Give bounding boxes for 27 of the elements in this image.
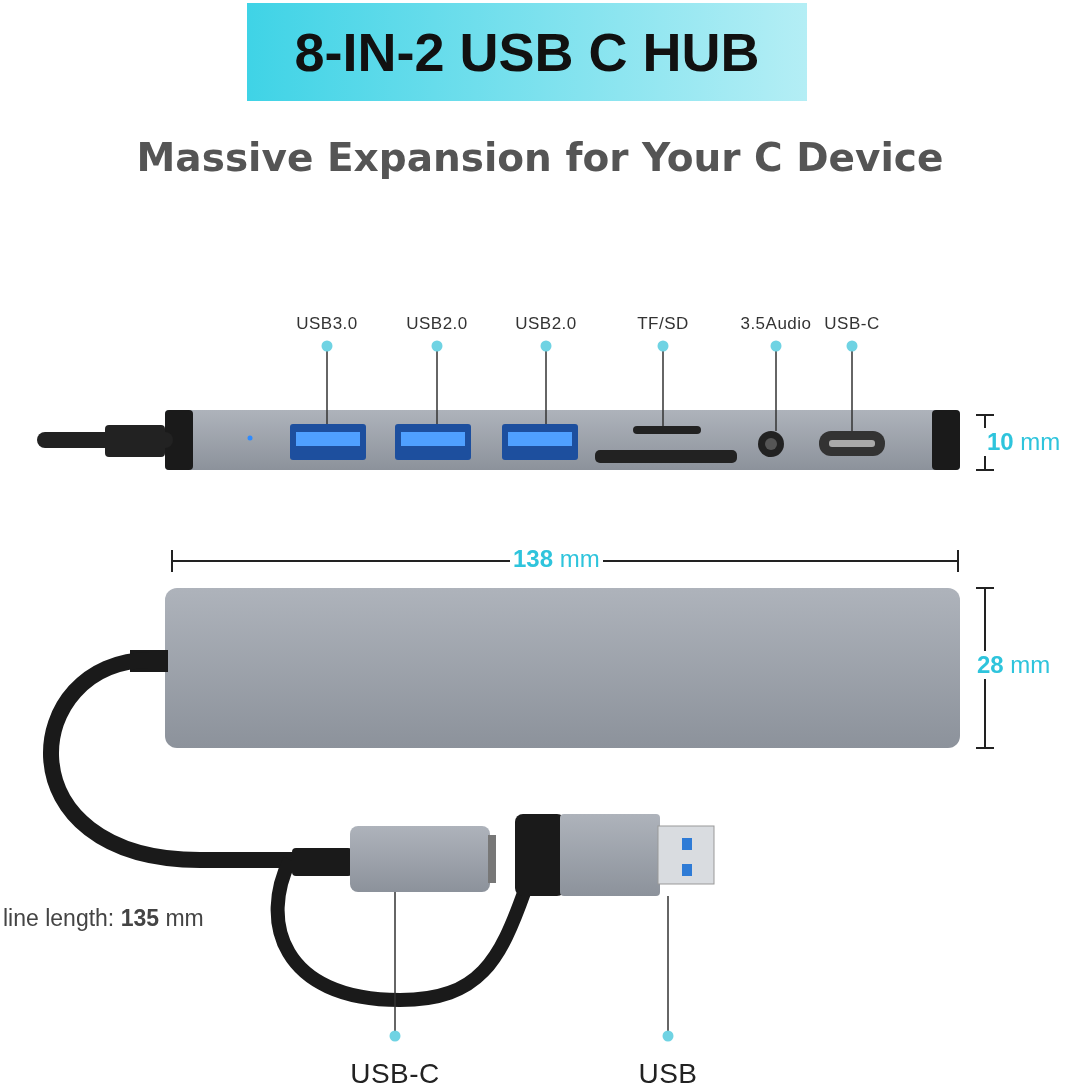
leader-line — [540, 340, 552, 425]
leader-line — [657, 340, 669, 427]
leader-line — [431, 340, 443, 425]
port-label: USB3.0 — [296, 314, 358, 334]
leader-line — [321, 340, 333, 425]
title-banner: 8-IN-2 USB C HUB — [247, 3, 807, 101]
port-label: TF/SD — [637, 314, 689, 334]
port-label: USB-C — [824, 314, 880, 334]
usb-c-port-drawing — [819, 431, 885, 456]
port-label: USB2.0 — [515, 314, 577, 334]
port-label: USB — [638, 1058, 698, 1089]
cable-length-label: line length: 135 mm — [2, 905, 205, 932]
port-label: USB2.0 — [406, 314, 468, 334]
leader-line — [846, 340, 858, 432]
leader-line — [389, 891, 401, 1042]
card-slot-drawing — [595, 426, 737, 463]
usb-port-drawing — [395, 424, 471, 460]
usb-port-drawing — [290, 424, 366, 460]
leader-line — [662, 895, 674, 1042]
leader-line — [770, 340, 782, 432]
subtitle: Massive Expansion for Your C Device — [135, 135, 945, 180]
usb-plug-drawing — [515, 814, 715, 896]
audio-jack-drawing — [758, 431, 784, 457]
port-label: 3.5Audio — [740, 314, 812, 334]
usb-port-drawing — [502, 424, 578, 460]
usb-c-plug-drawing — [292, 826, 496, 892]
port-label: USB-C — [350, 1058, 440, 1089]
